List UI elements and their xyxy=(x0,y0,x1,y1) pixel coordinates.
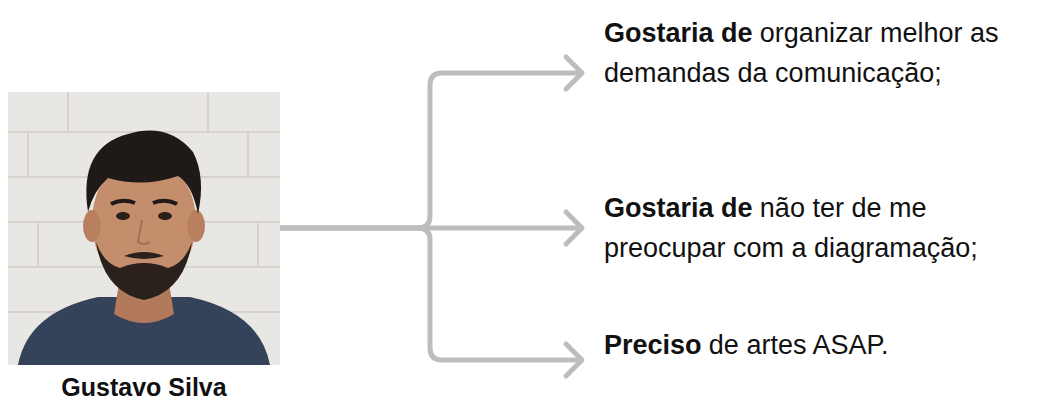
emphasis-text: Gostaria de xyxy=(604,193,753,223)
connector-line xyxy=(280,73,582,228)
need-statement: Precisode artes ASAP. xyxy=(590,325,1052,365)
arrow-head xyxy=(566,57,582,89)
need-statement: Gostaria denão ter de me preocupar com a… xyxy=(590,188,1052,268)
emphasis-text: Preciso xyxy=(604,330,702,360)
arrow-head xyxy=(566,344,582,376)
branch-arrow xyxy=(280,228,582,376)
statement-text: de artes ASAP. xyxy=(709,330,889,360)
portrait-photo xyxy=(8,92,280,365)
emphasis-text: Gostaria de xyxy=(604,18,753,48)
need-statement: Gostaria deorganizar melhor as demandas … xyxy=(590,13,1052,93)
person-name: Gustavo Silva xyxy=(8,372,280,402)
person-card: Gustavo Silva xyxy=(8,92,280,402)
arrow-head xyxy=(566,212,582,244)
connector-line xyxy=(280,228,582,360)
branch-arrow xyxy=(280,57,582,228)
